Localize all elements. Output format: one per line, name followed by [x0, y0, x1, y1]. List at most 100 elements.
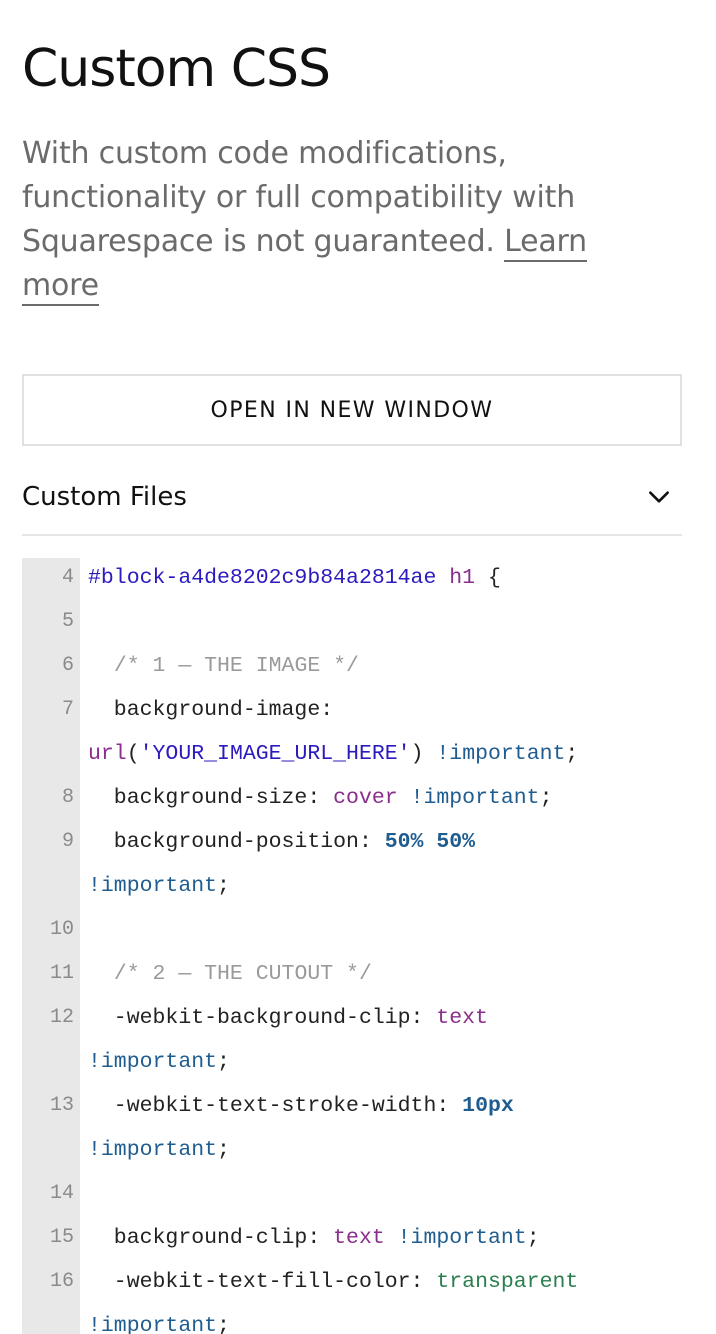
code-token: background-clip: — [88, 1226, 334, 1250]
code-token: !important — [88, 1050, 218, 1074]
code-line: !important; — [22, 1130, 716, 1174]
code-text: #block-a4de8202c9b84a2814ae h1 { — [88, 558, 501, 598]
code-token: { — [475, 566, 501, 590]
custom-files-label: Custom Files — [22, 482, 187, 512]
description: With custom code modifications, function… — [22, 132, 642, 308]
code-token: background-position: — [88, 830, 385, 854]
line-number-gutter — [22, 558, 80, 1334]
code-token: 50% — [384, 830, 424, 854]
code-text: !important; — [88, 1306, 230, 1334]
code-token: /* 1 — THE IMAGE */ — [113, 654, 359, 678]
code-token: !important — [410, 786, 540, 810]
page-title: Custom CSS — [22, 39, 331, 99]
code-token — [88, 962, 114, 986]
code-token: background-size: — [88, 786, 334, 810]
code-text: url('YOUR_IMAGE_URL_HERE') !important; — [88, 734, 578, 774]
code-text: !important; — [88, 1042, 230, 1082]
line-number: 13 — [49, 1094, 74, 1117]
code-token — [88, 654, 114, 678]
description-text: With custom code modifications, function… — [22, 136, 576, 259]
code-line: !important; — [22, 1042, 716, 1086]
code-line: 11 /* 2 — THE CUTOUT */ — [22, 954, 716, 998]
line-number: 12 — [49, 1006, 74, 1029]
code-token: -webkit-text-stroke-width: — [88, 1094, 463, 1118]
line-number: 16 — [49, 1270, 74, 1293]
code-token: ; — [539, 786, 553, 810]
code-token: transparent — [436, 1270, 579, 1294]
code-token: 'YOUR_IMAGE_URL_HERE' — [139, 742, 411, 766]
code-token: /* 2 — THE CUTOUT */ — [113, 962, 372, 986]
code-token — [423, 830, 436, 854]
code-line: !important; — [22, 866, 716, 910]
code-token — [398, 786, 411, 810]
code-line: 10 — [22, 910, 716, 954]
code-token: !important — [436, 742, 566, 766]
line-number: 4 — [61, 566, 74, 589]
learn-more-link[interactable]: Learn more — [22, 224, 587, 306]
code-text: /* 2 — THE CUTOUT */ — [88, 954, 372, 994]
line-number: 10 — [49, 918, 74, 941]
line-number: 5 — [61, 610, 74, 633]
code-line: 13 -webkit-text-stroke-width: 10px — [22, 1086, 716, 1130]
code-text: -webkit-text-stroke-width: 10px — [88, 1086, 514, 1126]
code-line: 7 background-image: — [22, 690, 716, 734]
code-token: !important — [88, 1314, 218, 1334]
code-line: 15 background-clip: text !important; — [22, 1218, 716, 1262]
code-token: ; — [217, 1314, 230, 1334]
line-number: 9 — [61, 830, 74, 853]
open-in-new-window-button[interactable]: OPEN IN NEW WINDOW — [22, 374, 682, 446]
code-token: text — [436, 1006, 488, 1030]
line-number: 8 — [61, 786, 74, 809]
code-token: ) — [410, 742, 437, 766]
line-number: 14 — [49, 1182, 74, 1205]
code-line: url('YOUR_IMAGE_URL_HERE') !important; — [22, 734, 716, 778]
code-token: cover — [333, 786, 398, 810]
line-number: 11 — [49, 962, 74, 985]
code-token: h1 — [449, 566, 476, 590]
code-token: 50% — [436, 830, 476, 854]
code-line: 8 background-size: cover !important; — [22, 778, 716, 822]
code-text: !important; — [88, 866, 230, 906]
code-token: !important — [88, 1138, 218, 1162]
code-token: 10px — [462, 1094, 514, 1118]
code-token: ; — [217, 1138, 230, 1162]
code-token — [436, 566, 449, 590]
code-text: background-image: — [88, 690, 333, 730]
code-token: ; — [217, 874, 230, 898]
code-token: background-image: — [88, 698, 334, 722]
line-number: 7 — [61, 698, 74, 721]
code-text: /* 1 — THE IMAGE */ — [88, 646, 359, 686]
code-line: 6 /* 1 — THE IMAGE */ — [22, 646, 716, 690]
code-line: 12 -webkit-background-clip: text — [22, 998, 716, 1042]
code-line: 9 background-position: 50% 50% — [22, 822, 716, 866]
code-line: 16 -webkit-text-fill-color: transparent — [22, 1262, 716, 1306]
code-line: !important; — [22, 1306, 716, 1334]
code-text: -webkit-background-clip: text — [88, 998, 488, 1038]
code-text: !important; — [88, 1130, 230, 1170]
code-token: -webkit-text-fill-color: — [88, 1270, 437, 1294]
custom-files-dropdown[interactable]: Custom Files — [22, 460, 682, 536]
code-token — [385, 1226, 398, 1250]
code-line: 4 #block-a4de8202c9b84a2814ae h1 { — [22, 558, 716, 602]
code-token: text — [333, 1226, 385, 1250]
code-token: ; — [526, 1226, 540, 1250]
code-token: #block-a4de8202c9b84a2814ae — [88, 566, 437, 590]
code-text: background-size: cover !important; — [88, 778, 553, 818]
line-number: 15 — [49, 1226, 74, 1249]
code-token: !important — [88, 874, 218, 898]
line-number: 6 — [61, 654, 74, 677]
code-token: -webkit-background-clip: — [88, 1006, 437, 1030]
code-token: !important — [397, 1226, 527, 1250]
code-line: 14 — [22, 1174, 716, 1218]
code-token: url — [88, 742, 127, 766]
code-token: ( — [126, 742, 140, 766]
code-text: background-position: 50% 50% — [88, 822, 475, 862]
code-token: ; — [565, 742, 579, 766]
code-line: 5 — [22, 602, 716, 646]
code-text: -webkit-text-fill-color: transparent — [88, 1262, 579, 1302]
chevron-down-icon — [649, 491, 669, 503]
code-token: ; — [217, 1050, 230, 1074]
